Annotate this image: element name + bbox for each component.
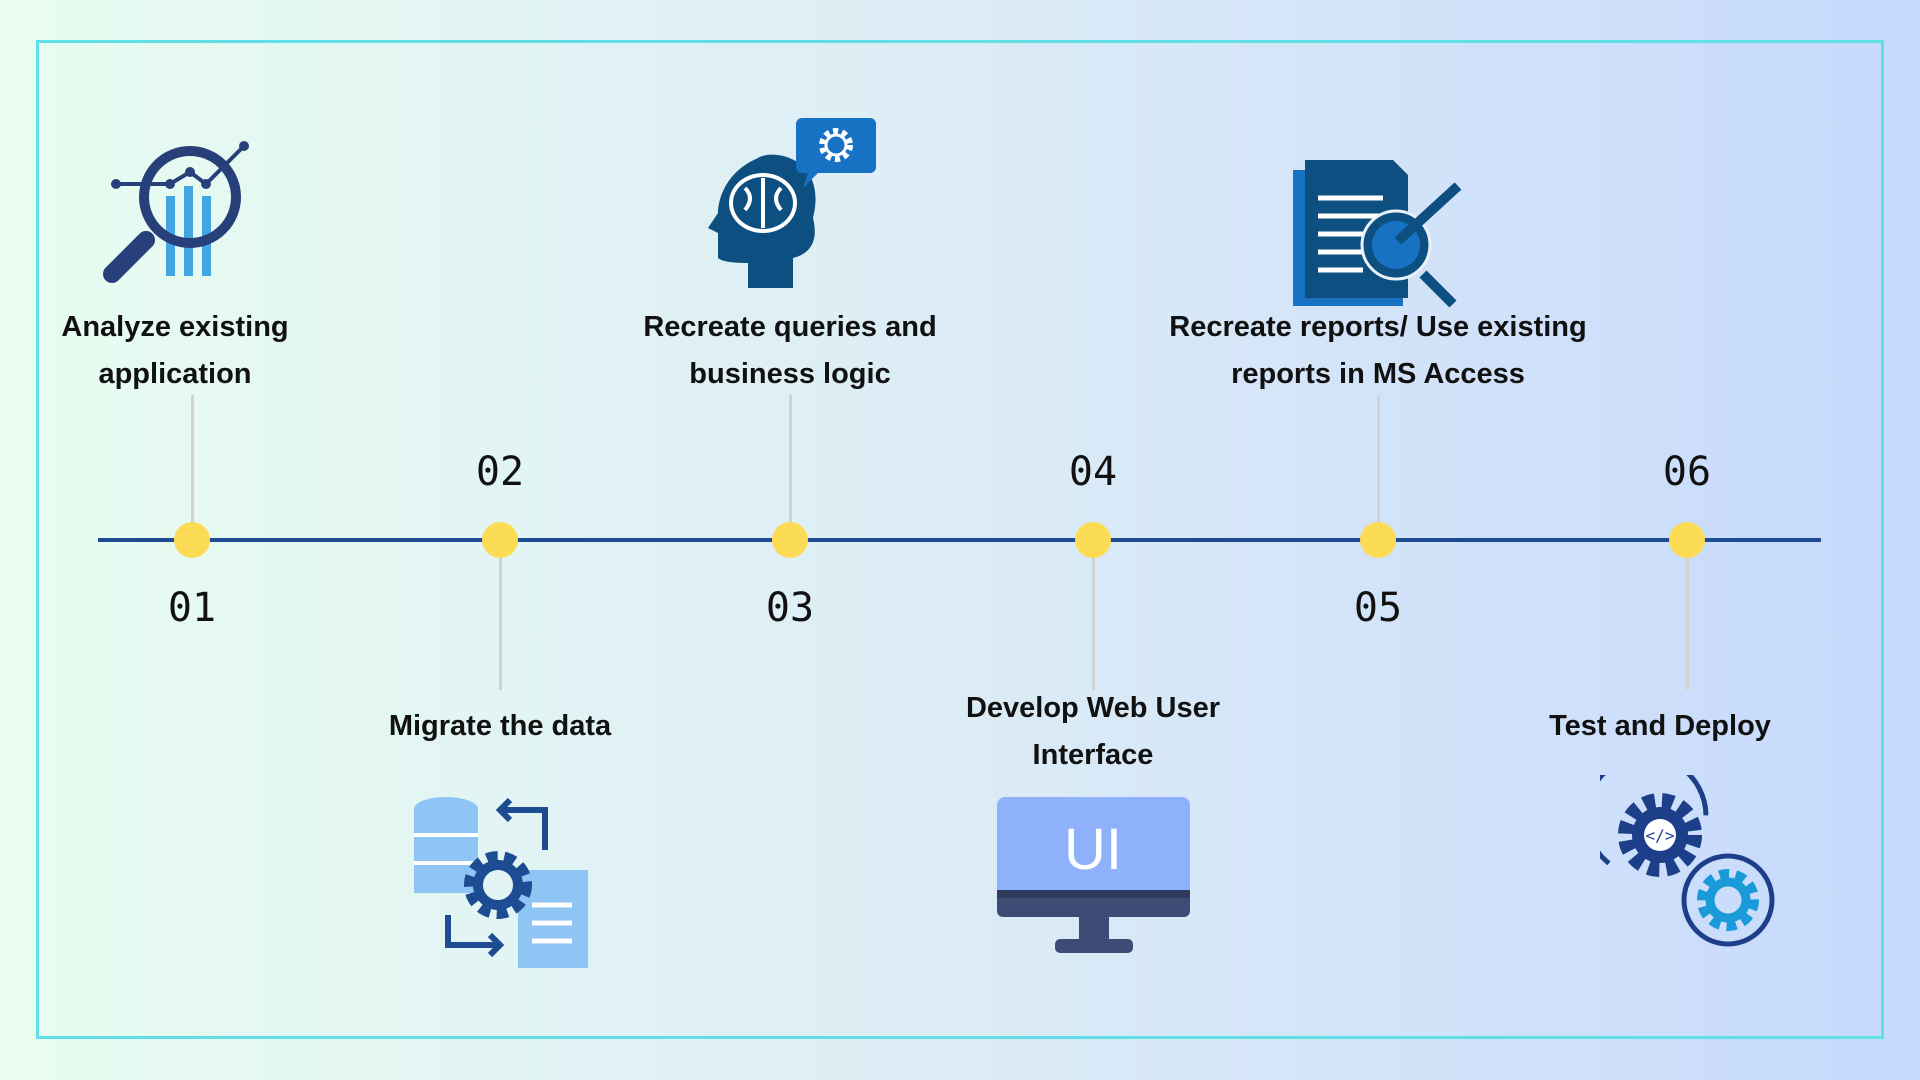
- step-number: 02: [475, 449, 525, 495]
- step-label: Develop Web User Interface: [965, 692, 1221, 771]
- brain-gear-icon: [708, 118, 876, 288]
- step-label: Migrate the data: [388, 710, 612, 742]
- connector: [1092, 540, 1095, 690]
- ui-monitor-icon: UI: [997, 797, 1190, 953]
- connector: [499, 540, 502, 690]
- milestone-dot-03: [772, 522, 808, 558]
- step-number: 03: [765, 585, 815, 631]
- milestone-dot-05: [1360, 522, 1396, 558]
- connector: [1686, 540, 1689, 690]
- svg-text:</>: </>: [1646, 826, 1675, 845]
- step-label: Recreate reports/ Use existing reports i…: [1169, 311, 1587, 390]
- step-number: 06: [1662, 449, 1712, 495]
- ui-icon-text: UI: [1064, 817, 1122, 882]
- code-gears-icon: </>: [1600, 775, 1775, 947]
- step-label: Test and Deploy: [1549, 710, 1771, 742]
- milestone-dot-04: [1075, 522, 1111, 558]
- step-number: 04: [1068, 449, 1118, 495]
- report-search-icon: [1293, 160, 1462, 308]
- connector: [789, 395, 792, 525]
- analysis-magnifier-icon: [103, 141, 249, 283]
- milestone-dot-06: [1669, 522, 1705, 558]
- connector: [191, 395, 194, 525]
- data-migration-icon: [414, 797, 588, 968]
- step-label: Analyze existing application: [61, 311, 289, 390]
- step-number: 01: [167, 585, 217, 631]
- milestone-dot-01: [174, 522, 210, 558]
- milestone-dot-02: [482, 522, 518, 558]
- step-label: Recreate queries and business logic: [643, 311, 937, 390]
- step-number: 05: [1353, 585, 1403, 631]
- connector: [1377, 395, 1380, 525]
- timeline-line: [98, 538, 1821, 542]
- diagram-frame: [36, 40, 1884, 1039]
